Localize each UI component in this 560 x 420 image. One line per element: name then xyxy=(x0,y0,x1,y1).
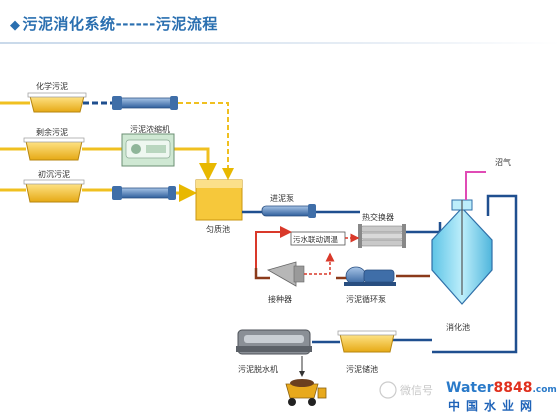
sludge-storage-tank xyxy=(337,330,397,353)
sludge-feed-lines xyxy=(0,101,234,202)
biogas-line xyxy=(465,171,486,200)
sludge-thickener-icon xyxy=(121,133,175,167)
biogas-label: 沼气 xyxy=(495,157,511,167)
homogenizing-tank-label: 匀质池 xyxy=(206,224,230,234)
heat-exchanger-icon xyxy=(358,224,406,248)
excess-sludge-label: 剩余污泥 xyxy=(36,127,68,137)
digester-tank xyxy=(431,199,493,305)
dewatering-machine-icon xyxy=(236,329,312,355)
watermark: 微信号 Water8848.com 中国水业网 xyxy=(379,380,557,413)
seeder-to-exchanger-line xyxy=(304,252,335,275)
watermark-brand: Water8848.com xyxy=(446,380,557,396)
homogenizing-tank xyxy=(195,179,243,221)
circulation-pump-label: 污泥循环泵 xyxy=(346,294,386,304)
chemical-screw-pump-icon xyxy=(112,96,178,110)
seeder-feed-line xyxy=(254,268,270,280)
seeder-icon xyxy=(266,261,305,287)
dewatering-machine-label: 污泥脱水机 xyxy=(238,364,278,374)
page-title-text: 污泥消化系统------污泥流程 xyxy=(22,15,218,33)
thickener-to-tank-line xyxy=(172,147,217,181)
title-divider xyxy=(0,42,560,44)
wechat-logo-icon xyxy=(379,381,397,399)
page-title: ◆污泥消化系统------污泥流程 xyxy=(10,13,218,34)
watermark-sub: 中国水业网 xyxy=(448,398,538,413)
exchanger-to-digester-line xyxy=(406,222,442,234)
excess-sludge-tank xyxy=(23,137,85,161)
chemical-sludge-tank xyxy=(27,92,87,113)
feed-pump-label: 进泥泵 xyxy=(270,194,294,203)
hot-water-line xyxy=(255,226,292,268)
storage-tank-label: 污泥储池 xyxy=(346,364,378,374)
digester-label: 消化池 xyxy=(446,322,470,332)
primary-sludge-tank xyxy=(23,179,85,203)
thickener-label: 污泥浓缩机 xyxy=(130,124,170,134)
seeder-label: 接种器 xyxy=(268,294,292,304)
chemical-to-tank-line xyxy=(178,102,234,180)
circulation-pump-icon xyxy=(344,266,396,286)
heat-exchanger-label: 热交换器 xyxy=(362,212,394,222)
primary-screw-pump-icon xyxy=(112,186,176,200)
feed-pump-icon xyxy=(261,204,316,218)
hot-water-control-label: 污水联动调温 xyxy=(293,234,338,244)
dump-truck-icon xyxy=(285,379,327,406)
digester-outlet-line xyxy=(432,194,518,354)
watermark-wechat-text: 微信号 xyxy=(400,383,433,397)
primary-sludge-label: 初沉污泥 xyxy=(38,169,70,179)
chemical-sludge-label: 化学污泥 xyxy=(36,81,68,91)
diamond-bullet-icon: ◆ xyxy=(10,18,21,33)
